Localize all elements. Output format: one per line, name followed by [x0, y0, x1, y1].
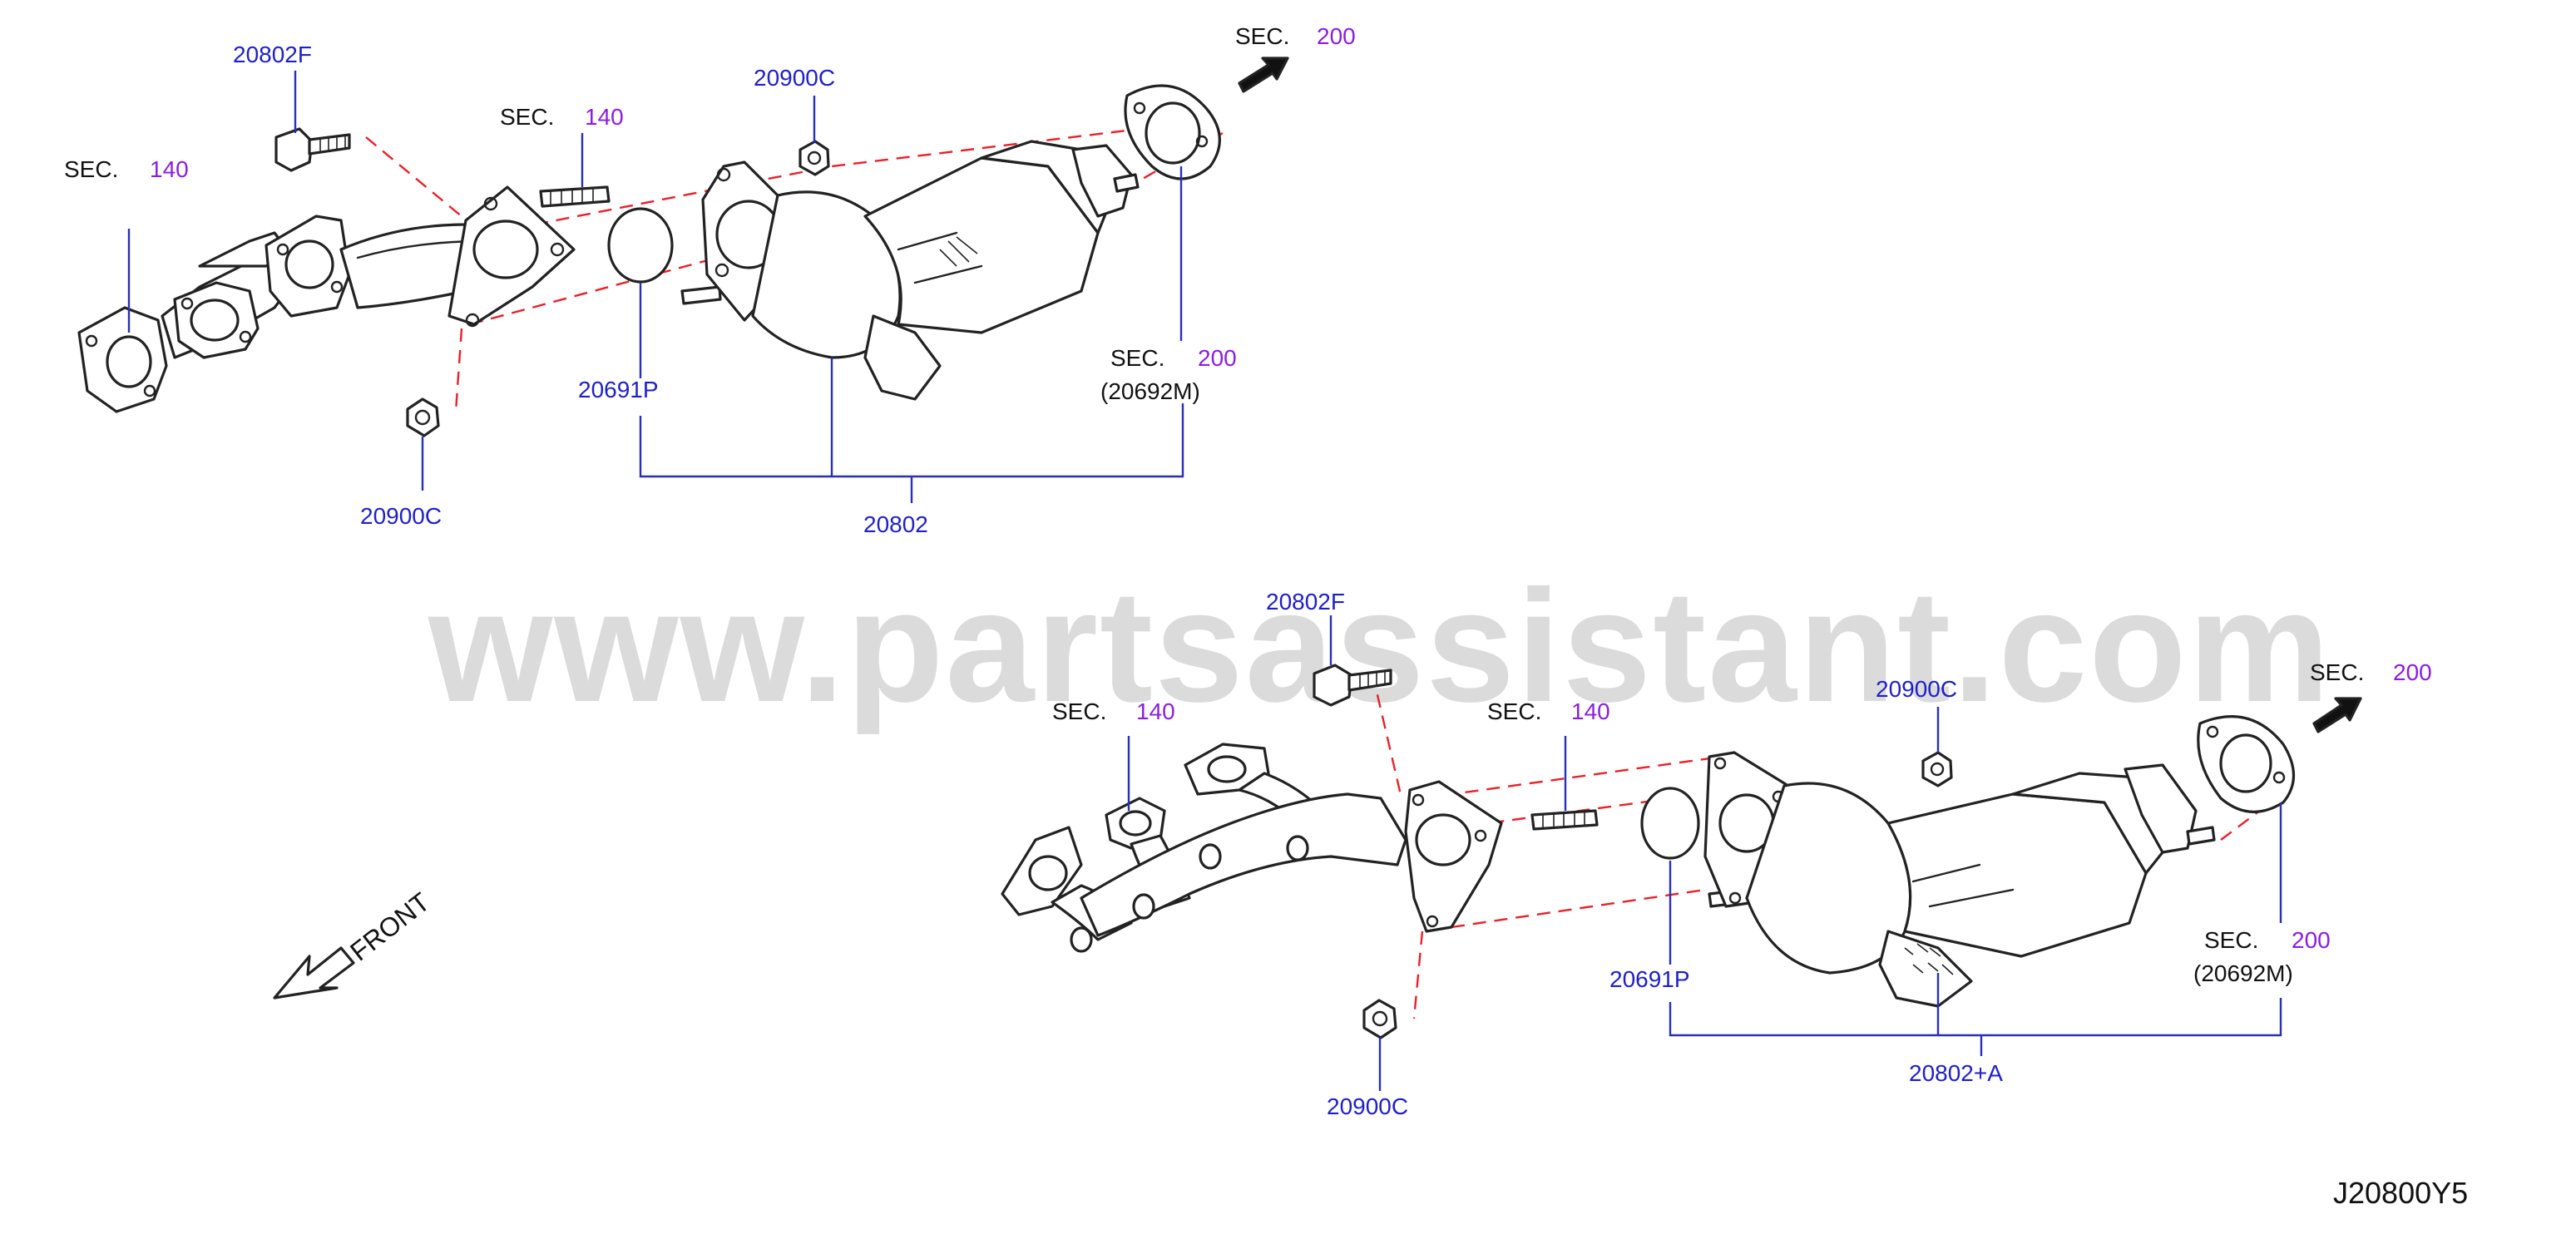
nut-20900C-lower-bottom: [1362, 999, 1397, 1039]
sec-number-140[interactable]: 140: [1136, 698, 1175, 724]
sec-number-200[interactable]: 200: [2393, 659, 2432, 685]
front-label: FRONT: [344, 886, 435, 966]
sec-label: SEC.: [1235, 23, 1289, 49]
tube-port-upper: [472, 220, 539, 279]
exhaust-manifold-lower: [1001, 743, 1407, 953]
diagram-code: J20800Y5: [2333, 1176, 2468, 1210]
sec-number-140[interactable]: 140: [585, 104, 624, 130]
nut-20900C-upper-top: [799, 140, 830, 176]
part-number-20900C[interactable]: 20900C: [1876, 676, 1957, 702]
lower-assembly: 20802F SEC. 140 SEC. 140 20900C SEC. 200…: [1001, 589, 2432, 1119]
part-number-20691P[interactable]: 20691P: [1609, 966, 1690, 992]
stud-small-upper: [680, 285, 722, 305]
sec-label: SEC.: [2310, 659, 2364, 685]
part-number-20692M[interactable]: (20692M): [1100, 378, 1200, 404]
exhaust-manifold-upper: [77, 215, 509, 413]
bolt-20802F-lower: [1313, 664, 1392, 707]
sec-label: SEC.: [2204, 927, 2258, 953]
sec-number-140[interactable]: 140: [1571, 698, 1610, 724]
front-gasket-upper: [1124, 84, 1221, 180]
part-number-20900C[interactable]: 20900C: [1327, 1093, 1408, 1119]
gasket-ring-lower: [1640, 787, 1700, 860]
sec-label: SEC.: [1487, 698, 1541, 724]
ref-line: [492, 123, 1175, 234]
bracket-20802A: [1669, 998, 2282, 1037]
catalytic-converter-upper: [701, 140, 1140, 401]
part-number-20691P[interactable]: 20691P: [578, 377, 659, 402]
bolt-20802F-upper: [274, 127, 351, 172]
ref-line: [1451, 888, 1706, 929]
part-number-20692M[interactable]: (20692M): [2193, 960, 2293, 986]
tube-port-lower: [1415, 813, 1471, 866]
upper-assembly: SEC. 140 20802F SEC. 140 20900C SEC. 200…: [64, 23, 1356, 537]
sec-number-200[interactable]: 200: [2292, 927, 2331, 953]
sec-label: SEC.: [500, 104, 554, 130]
part-number-20802A[interactable]: 20802+A: [1909, 1060, 2003, 1086]
front-arrow-icon: [273, 946, 355, 1000]
bracket-20802: [639, 403, 1184, 478]
part-number-20900C[interactable]: 20900C: [754, 65, 835, 91]
nut-20900C-lower-top: [1921, 751, 1953, 787]
arrow-to-sec200-lower: [2312, 697, 2362, 733]
part-number-20900C[interactable]: 20900C: [360, 503, 442, 529]
sec-label: SEC.: [1110, 345, 1164, 371]
ref-line: [1426, 797, 1673, 833]
front-direction-indicator: FRONT: [273, 886, 435, 1000]
nut-20900C-upper-bottom: [406, 397, 440, 437]
gasket-ring-upper: [607, 207, 674, 284]
ref-line: [469, 235, 795, 326]
part-number-20802F[interactable]: 20802F: [1266, 589, 1345, 615]
sec-number-200[interactable]: 200: [1198, 345, 1237, 371]
watermark: www.partsassistant.com: [428, 556, 2331, 735]
stud-lower: [1530, 809, 1599, 831]
sec-label: SEC.: [1052, 698, 1106, 724]
sec-number-200[interactable]: 200: [1317, 23, 1356, 49]
sec-label: SEC.: [64, 156, 118, 182]
part-number-20802F[interactable]: 20802F: [233, 42, 312, 67]
catalytic-converter-lower: [1703, 751, 2216, 1008]
stud-upper: [539, 185, 611, 208]
ref-line: [1412, 930, 1424, 1019]
ref-line: [454, 328, 463, 412]
ref-line: [1421, 755, 1723, 800]
part-number-20802[interactable]: 20802: [863, 511, 928, 537]
sec-number-140[interactable]: 140: [150, 156, 189, 182]
front-gasket-lower: [2197, 715, 2295, 813]
arrow-to-sec200-upper: [1238, 57, 1289, 93]
